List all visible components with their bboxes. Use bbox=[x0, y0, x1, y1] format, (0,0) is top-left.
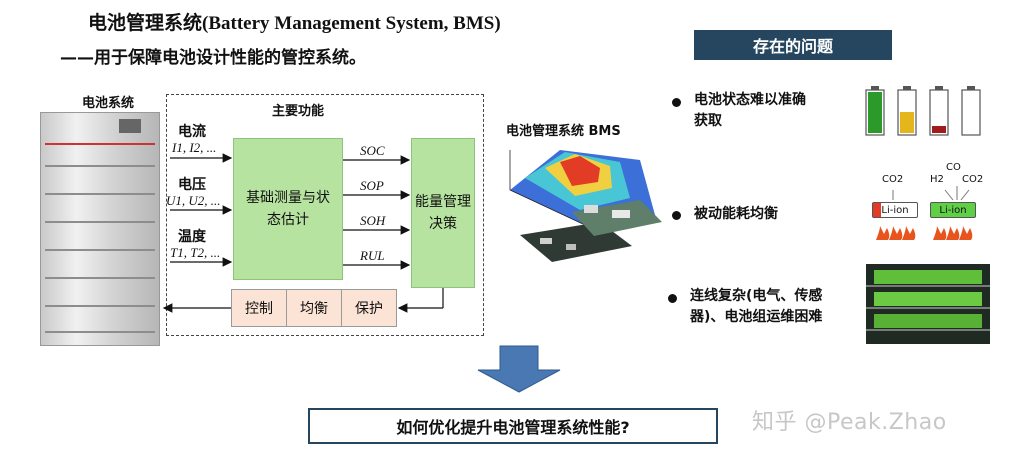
input-temperature-symbols: T1, T2, ... bbox=[170, 245, 221, 260]
rack-red-stripe bbox=[45, 143, 155, 145]
problem-item-state: 电池状态难以准确 获取 bbox=[694, 90, 806, 132]
bullet-icon bbox=[668, 294, 677, 303]
rack-slot bbox=[45, 331, 155, 333]
liion-cell-low: Li-ion bbox=[872, 202, 918, 218]
chem-co2-right: CO2 bbox=[962, 174, 984, 185]
protection-box: 保护 bbox=[341, 289, 397, 327]
gas-arrow bbox=[960, 189, 970, 201]
measurement-estimation-box: 基础测量与状态估计 bbox=[233, 138, 343, 280]
input-current-symbols: I1, I2, ... bbox=[172, 140, 217, 155]
problem-state-line2: 获取 bbox=[694, 113, 722, 129]
problem-wiring-line1: 连线复杂(电气、传感 bbox=[690, 288, 823, 304]
battery-pack-photo bbox=[866, 264, 990, 344]
chem-h2: H2 bbox=[930, 174, 944, 185]
control-box: 控制 bbox=[231, 289, 287, 327]
input-voltage-label: 电压 bbox=[178, 177, 206, 193]
input-current-label: 电流 bbox=[178, 124, 206, 140]
gas-arrow bbox=[944, 189, 954, 201]
page-title: 电池管理系统(Battery Management System, BMS) bbox=[88, 8, 501, 35]
bullet-icon bbox=[672, 211, 681, 220]
energy-decision-box: 能量管理决策 bbox=[411, 138, 475, 288]
question-box: 如何优化提升电池管理系统性能? bbox=[308, 408, 718, 444]
problem-item-wiring: 连线复杂(电气、传感 器)、电池组运维困难 bbox=[690, 286, 822, 328]
problem-wiring-line2: 器)、电池组运维困难 bbox=[690, 309, 823, 325]
rack-slot bbox=[45, 193, 155, 195]
metric-rul: RUL bbox=[360, 248, 385, 263]
balance-box: 均衡 bbox=[286, 289, 342, 327]
rack-control-panel bbox=[119, 119, 141, 133]
battery-system-label: 电池系统 bbox=[82, 96, 135, 111]
watermark: 知乎 @Peak.Zhao bbox=[752, 410, 947, 435]
page-subtitle: ——用于保障电池设计性能的管控系统。 bbox=[60, 48, 366, 68]
rack-slot bbox=[45, 165, 155, 167]
metric-sop: SOP bbox=[360, 178, 384, 193]
liion-cell-full: Li-ion bbox=[930, 202, 976, 218]
down-arrow bbox=[477, 345, 561, 393]
main-function-box bbox=[166, 94, 484, 336]
title-english: (Battery Management System, BMS) bbox=[202, 13, 501, 34]
title-chinese: 电池管理系统 bbox=[88, 12, 203, 34]
flame-icons bbox=[876, 226, 973, 240]
problems-header: 存在的问题 bbox=[694, 30, 892, 60]
problem-item-balance: 被动能耗均衡 bbox=[694, 206, 778, 222]
chem-co2-left: CO2 bbox=[882, 174, 904, 185]
metric-soh: SOH bbox=[360, 213, 386, 228]
rack-slot bbox=[45, 249, 155, 251]
chem-co: CO bbox=[946, 162, 961, 173]
bullet-icon bbox=[672, 98, 681, 107]
bms-label: 电池管理系统 BMS bbox=[506, 124, 621, 139]
main-function-label: 主要功能 bbox=[272, 104, 325, 119]
battery-rack-image bbox=[40, 112, 160, 346]
problem-state-line1: 电池状态难以准确 bbox=[694, 92, 806, 108]
metric-soc: SOC bbox=[360, 143, 385, 158]
bms-circuit-boards bbox=[520, 200, 662, 262]
rack-slot bbox=[45, 221, 155, 223]
rack-slot bbox=[45, 277, 155, 279]
input-voltage-symbols: U1, U2, ... bbox=[166, 193, 221, 208]
rack-slot bbox=[45, 305, 155, 307]
battery-level-icons bbox=[865, 86, 981, 136]
input-temperature-label: 温度 bbox=[178, 229, 206, 245]
